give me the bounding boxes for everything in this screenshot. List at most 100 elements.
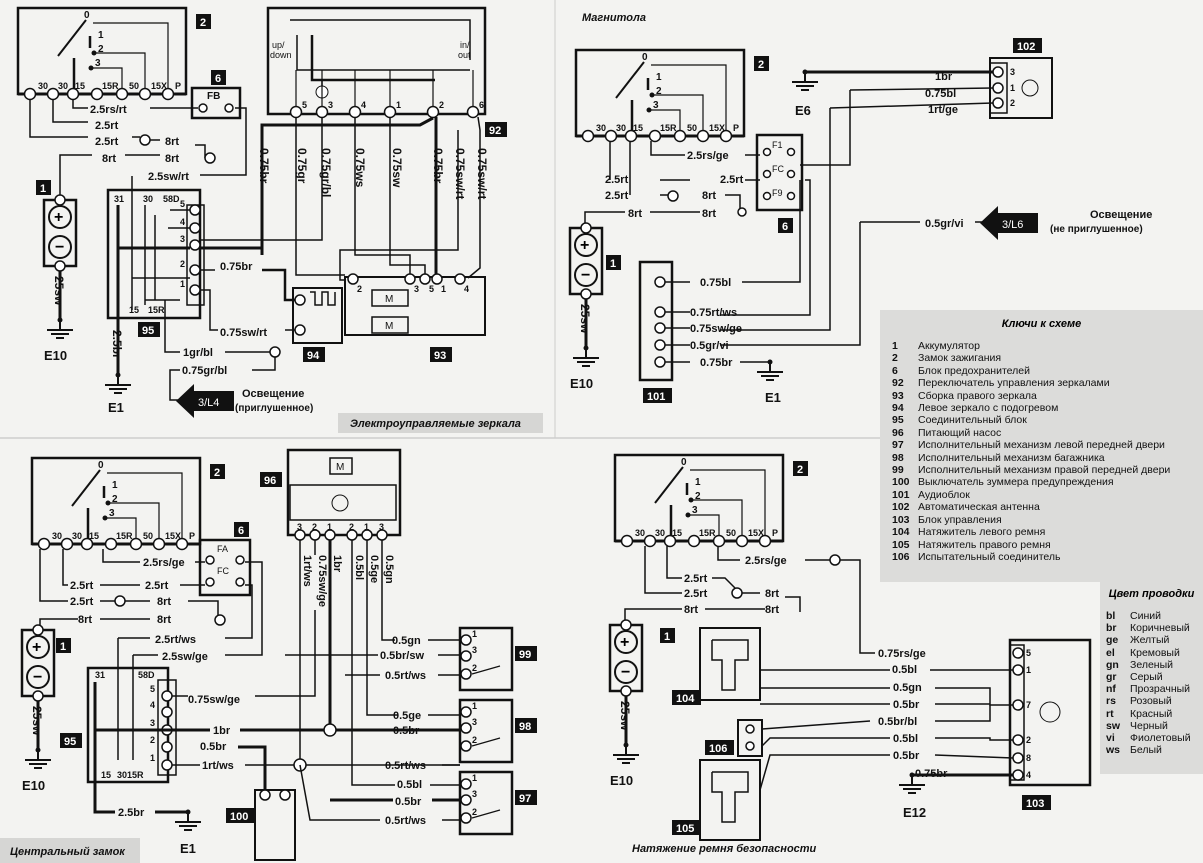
lighting-sublabel: (не приглушенное): [1050, 224, 1143, 235]
warning-buzzer-switch-100: [254, 789, 296, 861]
wire-label: 0.75sw/rt: [220, 327, 267, 339]
ignition-badge: 2: [797, 464, 803, 476]
terminal: [762, 169, 772, 179]
vertical-wire-label: 0.75gr: [295, 148, 309, 184]
actuator-pin: [460, 706, 472, 718]
wire-label: 58D: [163, 194, 180, 204]
wire: [225, 561, 263, 656]
wire-label: 4: [464, 284, 469, 294]
block-pin: [189, 222, 201, 234]
key-position-label: 1: [112, 480, 118, 491]
battery-wire-label: 25sw: [52, 276, 66, 306]
actuator-pin: [460, 740, 472, 752]
wire-color-name: Синий: [1130, 610, 1161, 622]
wire-label: 8rt: [628, 208, 642, 220]
actuator-pin: [460, 778, 472, 790]
antenna-pin: [992, 97, 1004, 109]
minus-sign: −: [621, 664, 630, 681]
transistor-icon: [1021, 79, 1039, 97]
tensioner-icon: [711, 639, 749, 691]
battery-plus-icon: [614, 630, 638, 654]
battery-terminal: [54, 194, 66, 206]
legend-item-number: 2: [892, 352, 898, 365]
wire-label: 2: [349, 522, 354, 532]
actuator-badge: 97: [519, 793, 531, 805]
wire-label: 5: [429, 284, 434, 294]
wire-color-name: Фиолетовый: [1130, 732, 1191, 745]
terminal-label: 50: [129, 81, 139, 91]
vertical-wire-label: 0.75br: [431, 148, 445, 184]
key-lever: [654, 466, 684, 504]
terminal-label: 30: [655, 528, 665, 538]
wire-label: 1: [327, 522, 332, 532]
wire-label: 2: [150, 735, 155, 745]
wire: [93, 682, 115, 814]
ground-label: E1: [180, 841, 196, 856]
ignition-badge-bg: [196, 14, 211, 29]
wire: [720, 222, 861, 346]
pump-control-unit: [289, 484, 397, 521]
lighting-sublabel: (приглушенное): [235, 403, 313, 414]
audio-pin: [654, 356, 666, 368]
wire: [934, 754, 1014, 759]
battery-plus-icon: [48, 205, 72, 229]
wire-label: 8rt: [157, 614, 171, 626]
connector-block-95: [86, 666, 170, 784]
terminal: [786, 169, 796, 179]
mirror-pin: [454, 273, 466, 285]
wire-color-code: sw: [1106, 719, 1121, 732]
left-belt-tensioner-104: [699, 627, 761, 701]
wire: [720, 179, 811, 316]
connector-arrow-icon: [176, 384, 234, 418]
key-position-label: 2: [112, 494, 118, 505]
wire: [471, 737, 501, 747]
ignition-terminal: [696, 129, 710, 143]
terminal-label: P: [733, 123, 739, 133]
terminal: [139, 134, 151, 146]
legend-item-number: 6: [892, 364, 898, 377]
terminal: [786, 191, 796, 201]
vertical-wire-label: 0.75sw: [390, 148, 404, 188]
key-lever: [71, 469, 101, 507]
terminal: [235, 577, 245, 587]
wire-label: out: [458, 50, 471, 60]
legend-item-number: 92: [892, 377, 904, 390]
audio-badge: 101: [647, 391, 665, 403]
ignition-terminal: [129, 537, 143, 551]
wire-label: 1: [150, 753, 155, 763]
switch-badge-bg: [226, 808, 255, 823]
terminal-label: 15: [89, 531, 99, 541]
vertical-wire-label: 0.75gr/bl: [319, 148, 333, 197]
ignition-badge: 2: [214, 467, 220, 479]
terminal: [269, 346, 281, 358]
pin-label: 2: [439, 100, 444, 110]
block-pin: [161, 690, 173, 702]
legend-item-number: 95: [892, 414, 904, 427]
connector-label: 3/L6: [1002, 219, 1023, 231]
terminal: [279, 789, 291, 801]
terminal: [214, 614, 226, 626]
battery-terminal: [54, 260, 66, 272]
pin-label: 5: [302, 100, 307, 110]
test-connector-106: [737, 719, 763, 757]
ignition-terminal: [60, 537, 74, 551]
key-position-label: 1: [695, 477, 701, 488]
wire: [93, 22, 169, 89]
wire: [467, 116, 481, 279]
tensioner-icon: [711, 771, 749, 823]
ignition-terminal: [581, 129, 595, 143]
wire-color-code: ws: [1106, 744, 1121, 757]
wire: [200, 289, 218, 331]
actuator-pin: [460, 668, 472, 680]
wire-label: 1: [472, 701, 477, 711]
transistor-icon: [1039, 701, 1061, 723]
terminal: [667, 190, 679, 202]
wire: [761, 737, 890, 747]
wire: [389, 117, 426, 280]
wire-label: 15: [129, 305, 139, 315]
